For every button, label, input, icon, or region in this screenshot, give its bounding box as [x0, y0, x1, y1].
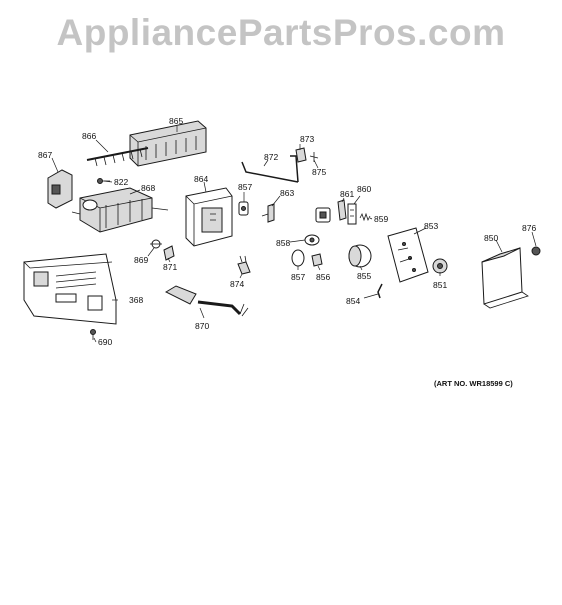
callout-854: 854 — [346, 296, 360, 306]
part-868-ice-maker-body[interactable] — [71, 187, 169, 233]
part-865-mold-cover[interactable] — [129, 120, 207, 167]
part-857-upper[interactable] — [238, 201, 249, 216]
part-864-control-housing[interactable] — [185, 187, 233, 247]
part-860[interactable] — [347, 203, 357, 225]
callout-856: 856 — [316, 272, 330, 282]
callout-859: 859 — [374, 214, 388, 224]
part-870-fill-tube[interactable] — [164, 285, 249, 317]
part-854-wire[interactable] — [377, 283, 383, 299]
callout-875: 875 — [312, 167, 326, 177]
callout-861: 861 — [340, 189, 354, 199]
callout-876: 876 — [522, 223, 536, 233]
callout-857-lower: 857 — [291, 272, 305, 282]
part-861[interactable] — [337, 199, 347, 221]
callout-labels: 865 866 867 822 868 864 857 863 873 872 … — [38, 116, 536, 347]
callout-867: 867 — [38, 150, 52, 160]
callout-866: 866 — [82, 131, 96, 141]
callout-868: 868 — [141, 183, 155, 193]
callout-855: 855 — [357, 271, 371, 281]
callout-690: 690 — [98, 337, 112, 347]
part-867-mounting-plate[interactable] — [47, 169, 73, 209]
part-857-lower[interactable] — [291, 249, 305, 267]
callout-864: 864 — [194, 174, 208, 184]
part-855-motor[interactable] — [348, 244, 372, 268]
part-871[interactable] — [163, 245, 175, 261]
callout-872: 872 — [264, 152, 278, 162]
part-851-gear[interactable] — [432, 258, 448, 274]
callout-871: 871 — [163, 262, 177, 272]
part-873-clip[interactable] — [295, 147, 307, 163]
part-874-plug[interactable] — [237, 255, 251, 275]
part-859-spring[interactable] — [359, 212, 371, 222]
part-850-cover[interactable] — [481, 247, 529, 309]
part-866-ejector-rake[interactable] — [86, 147, 149, 167]
site-watermark: AppliancePartsPros.com — [56, 12, 506, 53]
part-690-screw[interactable] — [90, 329, 96, 341]
leader-lines — [51, 126, 537, 343]
part-863-bracket[interactable] — [261, 203, 275, 223]
art-number-label: (ART NO. WR18599 C) — [434, 379, 513, 388]
callout-368: 368 — [129, 295, 143, 305]
callout-857-upper: 857 — [238, 182, 252, 192]
part-869[interactable] — [150, 239, 162, 249]
callout-851: 851 — [433, 280, 447, 290]
callout-874: 874 — [230, 279, 244, 289]
callout-865: 865 — [169, 116, 183, 126]
callout-869: 869 — [134, 255, 148, 265]
callout-870: 870 — [195, 321, 209, 331]
callout-850: 850 — [484, 233, 498, 243]
part-857-switch[interactable] — [315, 207, 331, 223]
part-856[interactable] — [311, 253, 323, 267]
callout-853: 853 — [424, 221, 438, 231]
part-368-back-plate[interactable] — [23, 253, 117, 325]
callout-860: 860 — [357, 184, 371, 194]
part-872-shutoff-arm[interactable] — [241, 155, 299, 183]
part-822-screw[interactable] — [97, 178, 111, 184]
callout-822: 822 — [114, 177, 128, 187]
part-876-knob[interactable] — [531, 246, 541, 256]
callout-858: 858 — [276, 238, 290, 248]
part-858[interactable] — [304, 234, 320, 246]
part-853-control-board[interactable] — [387, 227, 429, 283]
callout-863: 863 — [280, 188, 294, 198]
callout-873: 873 — [300, 134, 314, 144]
